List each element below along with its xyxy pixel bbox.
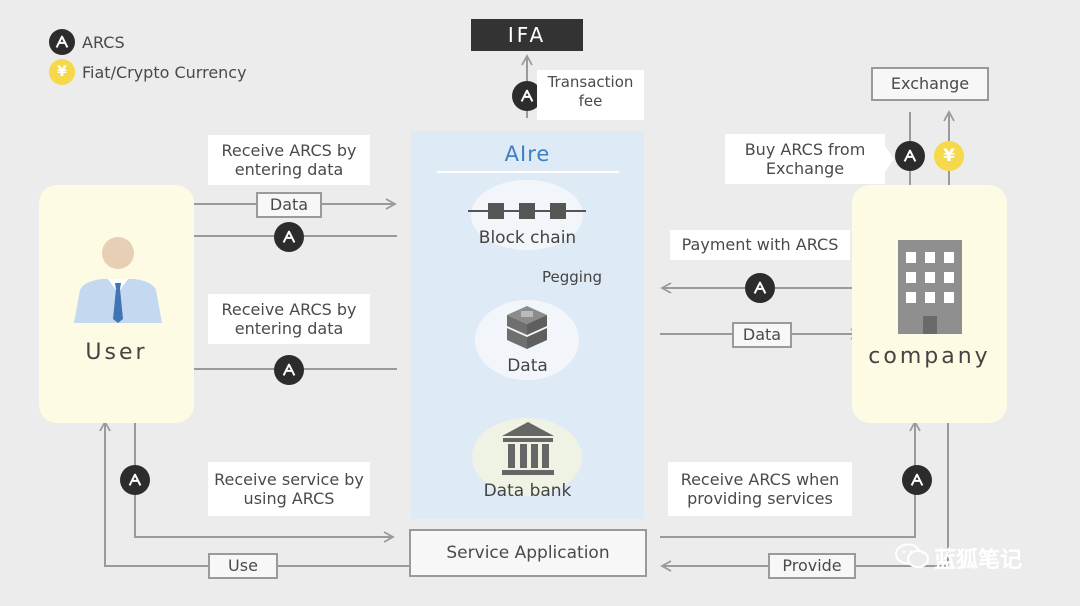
receive-arcs-mid-note: Receive ARCS by entering data	[208, 294, 370, 344]
data-label: Data	[507, 356, 548, 376]
exchange-box: Exchange	[871, 67, 989, 101]
use-tag: Use	[208, 553, 278, 579]
wechat-icon	[895, 543, 929, 568]
company-label: company	[868, 344, 991, 369]
legend-arcs-icon	[49, 29, 75, 55]
arcs-coin-exchange-icon	[895, 141, 925, 171]
service-application-box: Service Application	[409, 529, 647, 577]
arrow-provide	[660, 420, 949, 572]
arrow-use-to-user	[99, 420, 409, 567]
buy-arcs-note: Buy ARCS from Exchange	[725, 134, 885, 184]
yen-coin-exchange-icon: ¥	[934, 141, 964, 171]
arcs-coin-user-top-icon	[274, 222, 304, 252]
alre-title: AIre	[504, 142, 551, 166]
user-data-tag: Data	[256, 192, 322, 218]
legend-yen-icon: ¥	[49, 59, 75, 85]
arcs-coin-company-bottom-icon	[902, 465, 932, 495]
building-icon	[898, 240, 962, 334]
database-icon	[507, 306, 547, 349]
arrow-arcs-to-company	[660, 420, 921, 538]
payment-note: Payment with ARCS	[670, 230, 850, 260]
arcs-coin-user-mid-icon	[274, 355, 304, 385]
bank-icon	[502, 422, 554, 475]
arcs-coin-user-bottom-icon	[120, 465, 150, 495]
user-label: User	[85, 340, 148, 365]
provide-tag: Provide	[768, 553, 856, 579]
company-data-tag: Data	[732, 322, 792, 348]
transaction-fee-note: Transaction fee	[537, 70, 644, 120]
receive-providing-note: Receive ARCS when providing services	[668, 462, 852, 516]
receive-service-note: Receive service by using ARCS	[208, 462, 370, 516]
buy-arcs-pointer	[880, 139, 894, 179]
legend-arcs-label: ARCS	[82, 33, 125, 52]
ifa-box: IFA	[471, 19, 583, 51]
arcs-coin-payment-icon	[745, 273, 775, 303]
blockchain-label: Block chain	[478, 228, 577, 248]
databank-label: Data bank	[483, 481, 572, 501]
legend-fiat-label: Fiat/Crypto Currency	[82, 63, 247, 82]
alre-title-underline	[437, 171, 619, 173]
pegging-label: Pegging	[542, 268, 602, 286]
receive-arcs-top-note: Receive ARCS by entering data	[208, 135, 370, 185]
blockchain-icon	[468, 203, 586, 219]
user-avatar-icon	[74, 237, 162, 323]
arrow-user-service	[134, 420, 395, 543]
watermark-label: 蓝狐笔记	[934, 548, 1023, 573]
